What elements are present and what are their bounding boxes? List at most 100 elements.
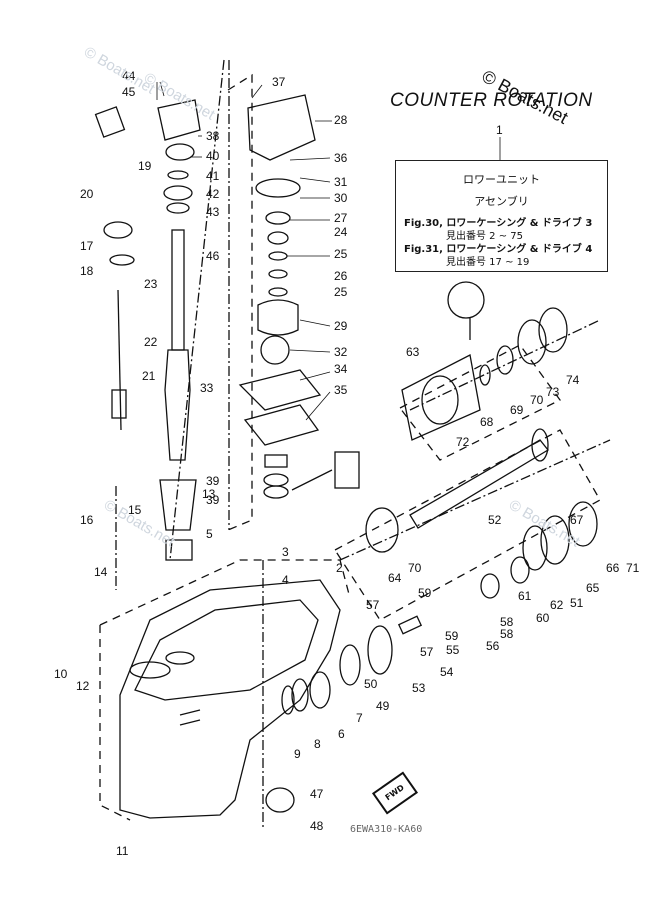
part-number-label: 44 [122,69,136,83]
ring-75 [538,307,568,353]
part-number-label: 19 [138,159,152,173]
part-number-label: 73 [546,385,560,399]
part-number-label: 43 [206,205,220,219]
bearing [165,143,195,161]
part-number-label: 64 [388,571,402,585]
seal [167,170,189,180]
part-number-label: 9 [294,747,301,761]
propshaft-group-bracket [334,429,601,621]
diagram-title: COUNTER ROTATION [390,90,593,111]
casing-group-bracket [99,559,351,821]
oil-seal-housing [264,454,288,468]
part-number-label: 15 [128,503,142,517]
shaft-center-line [169,59,225,561]
part-number-label: 74 [566,373,580,387]
part-number-label: 26 [334,269,348,283]
part-number-label: 71 [626,561,640,575]
clutch-61 [480,573,500,599]
part-number-label: 45 [122,85,136,99]
shift-o-ring [109,254,135,266]
pump-gasket [255,178,301,198]
part-number-label: 3 [282,545,289,559]
part-number-label: 66 [606,561,620,575]
part-number-label: 40 [206,149,220,163]
part-number-label: 70 [408,561,422,575]
part-number-label: 12 [76,679,90,693]
part-number-label: 37 [272,75,286,89]
part-number-label: 59 [445,629,459,643]
part-number-label: 22 [144,335,158,349]
impeller [260,335,290,365]
part-number-label: 72 [456,435,470,449]
needle-bearing [165,539,193,561]
oil-seal-2 [263,485,289,499]
part-number-label: 16 [80,513,94,527]
shim-7 [309,671,331,709]
forward-gear [522,525,548,571]
part-number-label: 56 [486,639,500,653]
casing-top-deck [134,599,319,701]
bearing-carrier [365,507,399,553]
bearing-housing [157,99,201,141]
pump-cartridge [257,299,299,336]
part-number-label: 58 [500,627,514,641]
part-number-label: 52 [488,513,502,527]
part-number-label: 20 [80,187,94,201]
part-number-label: 54 [440,665,454,679]
part-number-label: 1 [496,123,503,137]
part-number-label: 36 [334,151,348,165]
part-number-label: 59 [418,586,432,600]
part-number-label: 28 [334,113,348,127]
drawing-code: 6EWA310-KA60 [350,824,423,835]
bearing-62 [510,556,530,584]
shift-rod [117,289,122,431]
part-number-label: 25 [334,285,348,299]
lower-casing [119,579,341,819]
part-number-label: 34 [334,362,348,376]
shift-plunger [397,615,423,635]
legend-fig31-range: 見出番号 17 ~ 19 [446,257,530,268]
part-number-label: 39 [206,493,220,507]
part-number-label: 7 [356,711,363,725]
oil-seal [263,473,289,487]
detail-pointer [291,469,333,491]
part-number-label: 8 [314,737,321,751]
part-number-label: 35 [334,383,348,397]
housing-bore [421,375,459,425]
part-number-label: 21 [142,369,156,383]
part-number-label: 18 [80,264,94,278]
part-number-label: 5 [206,527,213,541]
housing-center-line [409,319,601,411]
shift-cam [103,221,133,239]
circlip-9 [281,685,295,715]
part-number-label: 27 [334,211,348,225]
outer-plate [238,369,322,411]
detail-marker [94,106,126,138]
part-number-label: 57 [366,598,380,612]
part-number-label: 53 [412,681,426,695]
legend-fig30-range: 見出番号 2 ~ 75 [446,231,524,242]
part-number-label: 29 [334,319,348,333]
part-number-label: 67 [570,513,584,527]
part-number-label: 10 [54,667,68,681]
detail-marker-3 [334,451,360,489]
part-number-label: 57 [420,645,434,659]
part-number-label: 25 [334,247,348,261]
drive-shaft-upper [171,229,185,351]
pump-housing [247,94,316,161]
part-number-label: 62 [550,598,564,612]
part-number-label: 13 [202,487,216,501]
part-number-labels: 1234567891011121314151617181920212223242… [54,69,640,858]
part-number-label: 39 [206,474,220,488]
part-number-label: 47 [310,787,324,801]
shim-51 [339,644,361,686]
part-number-label: 41 [206,169,220,183]
ring-70 [496,345,514,375]
part-number-label: 32 [334,345,348,359]
part-number-label: 46 [206,249,220,263]
part-number-label: 48 [310,819,324,833]
sleeve [159,479,197,531]
part-number-label: 30 [334,191,348,205]
